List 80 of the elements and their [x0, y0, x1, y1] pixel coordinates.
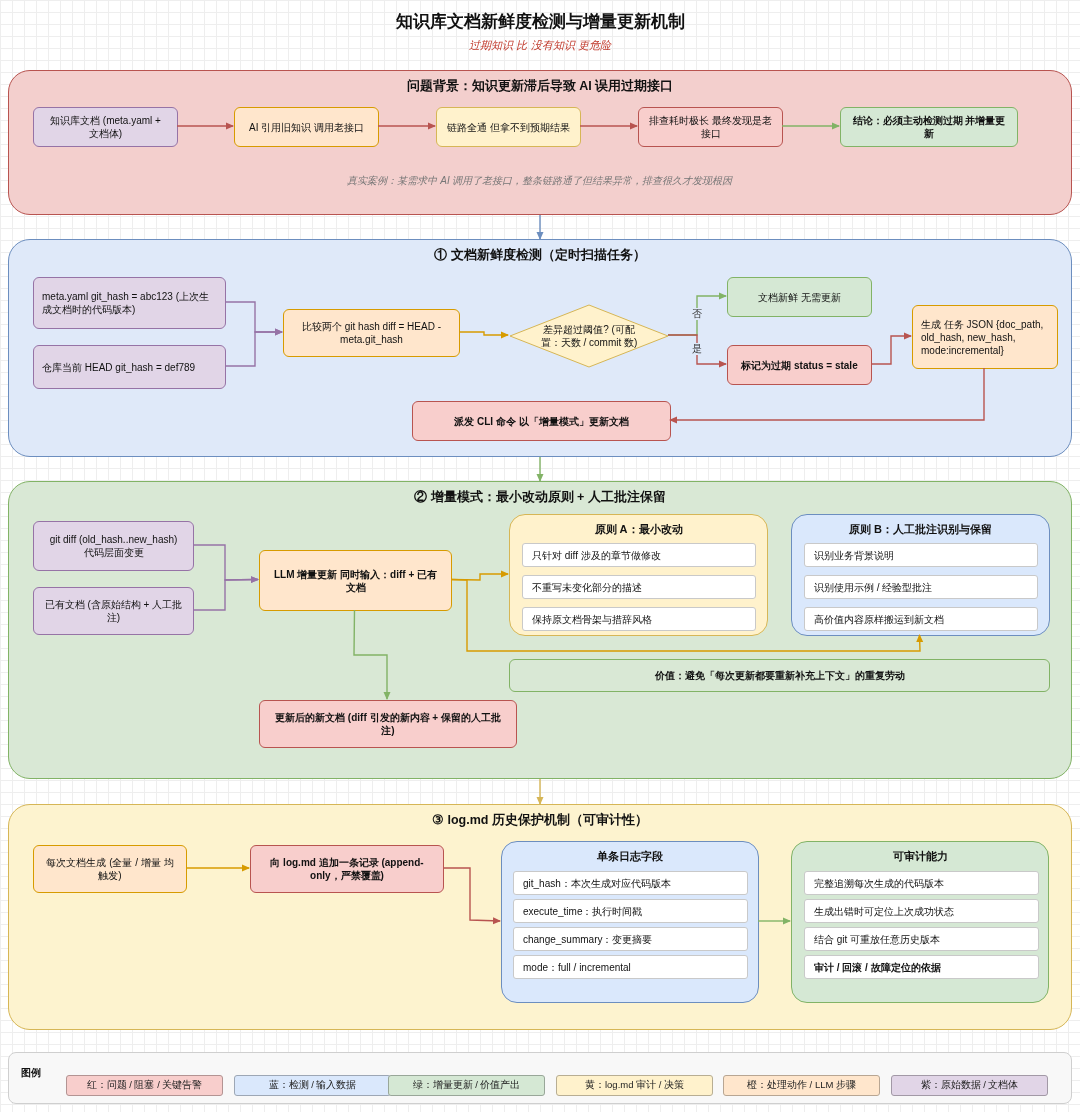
decision-text: 差异超过阈值? (可配置：天数 / commit 数): [539, 323, 639, 349]
list-item: 结合 git 可重放任意历史版本: [804, 927, 1039, 951]
process-box: 派发 CLI 命令 以「增量模式」更新文档: [412, 401, 671, 441]
list-item: 审计 / 回滚 / 故障定位的依据: [804, 955, 1039, 979]
group-panel: [501, 841, 759, 1003]
list-item: 保持原文档骨架与措辞风格: [522, 607, 756, 631]
arrow: [536, 778, 544, 805]
list-item: change_summary：变更摘要: [513, 927, 748, 951]
group-panel: [791, 841, 1049, 1003]
arrow: [377, 122, 436, 130]
arrow: [536, 456, 544, 482]
edge-label: 否: [691, 308, 703, 320]
process-box: meta.yaml git_hash = abc123 (上次生成文档时的代码版本): [33, 277, 226, 329]
process-box: 排查耗时极长 最终发现是老接口: [638, 107, 783, 147]
process-box: 知识库文档 (meta.yaml + 文档体): [33, 107, 178, 147]
list-item: 识别业务背景说明: [804, 543, 1038, 567]
section-heading: 可审计能力: [891, 849, 949, 864]
list-item: git_hash：本次生成对应代码版本: [513, 871, 748, 895]
list-item: 不重写未变化部分的描述: [522, 575, 756, 599]
arrow: [450, 578, 924, 652]
process-box: git diff (old_hash..new_hash) 代码层面变更: [33, 521, 194, 571]
legend-text: 黄：log.md 审计 / 决策: [584, 1078, 685, 1093]
legend-text: 紫：原始数据 / 文档体: [920, 1078, 1019, 1093]
section-heading: ② 增量模式：最小改动原则 + 人工批注保留: [413, 489, 667, 506]
process-box: 仓库当前 HEAD git_hash = def789: [33, 345, 226, 389]
arrow: [757, 917, 791, 925]
legend-text: 蓝：检测 / 输入数据: [268, 1078, 357, 1093]
arrow: [185, 864, 250, 872]
arrow: [442, 867, 501, 925]
group-panel: [791, 514, 1050, 636]
process-box: 生成 任务 JSON {doc_path, old_hash, new_hash, mode:incremental}: [912, 305, 1058, 369]
section-panel: [8, 70, 1072, 215]
section-heading: ① 文档新鲜度检测（定时扫描任务）: [433, 246, 647, 264]
process-box: LLM 增量更新 同时输入：diff + 已有文档: [259, 550, 452, 611]
edge-label: 是: [691, 343, 703, 355]
arrow: [536, 214, 544, 240]
process-box: 标记为过期 status = stale: [727, 345, 872, 385]
section-heading: 原则 B：人工批注识别与保留: [848, 522, 993, 537]
section-heading: 原则 A：最小改动: [593, 522, 684, 537]
list-item: 只针对 diff 涉及的章节做修改: [522, 543, 756, 567]
section-panel: [8, 804, 1072, 1030]
legend-title: 图例: [21, 1066, 41, 1080]
section-heading: ③ log.md 历史保护机制（可审计性）: [431, 811, 649, 829]
arrow: [669, 367, 985, 424]
arrow: [192, 576, 259, 611]
legend-text: 红：问题 / 阻塞 / 关键告警: [86, 1078, 203, 1093]
process-box: 向 log.md 追加一条记录 (append-only，严禁覆盖): [250, 845, 444, 893]
section-heading: 问题背景：知识更新滞后导致 AI 误用过期接口: [405, 78, 675, 95]
diagram-title: 知识库文档新鲜度检测与增量更新机制: [395, 11, 685, 33]
list-item: 生成出错时可定位上次成功状态: [804, 899, 1039, 923]
section-heading: 单条日志字段: [596, 849, 664, 864]
legend-text: 橙：处理动作 / LLM 步骤: [746, 1078, 856, 1093]
process-box: 结论：必须主动检测过期 并增量更新: [840, 107, 1018, 147]
process-box: 价值：避免「每次更新都要重新补充上下文」的重复劳动: [509, 659, 1050, 692]
process-box: 链路全通 但拿不到预期结果: [436, 107, 581, 147]
arrow: [781, 122, 840, 130]
note-text: 真实案例：某需求中 AI 调用了老接口，整条链路通了但结果异常，排查很久才发现根因: [346, 174, 734, 188]
process-box: 更新后的新文档 (diff 引发的新内容 + 保留的人工批注): [259, 700, 517, 748]
list-item: 高价值内容原样搬运到新文档: [804, 607, 1038, 631]
group-panel: [509, 514, 768, 636]
list-item: 完整追溯每次生成的代码版本: [804, 871, 1039, 895]
section-panel: [8, 481, 1072, 779]
list-item: 识别使用示例 / 经验型批注: [804, 575, 1038, 599]
process-box: 已有文档 (含原始结构 + 人工批注): [33, 587, 194, 635]
process-box: 文档新鲜 无需更新: [727, 277, 872, 317]
arrow: [176, 122, 234, 130]
subtitle: 过期知识 比 没有知识 更危险: [469, 38, 611, 53]
section-panel: [8, 239, 1072, 457]
arrow: [224, 328, 283, 367]
process-box: 每次文档生成 (全量 / 增量 均触发): [33, 845, 187, 893]
arrow: [870, 332, 912, 365]
process-box: 比较两个 git hash diff = HEAD - meta.git_hash: [283, 309, 460, 357]
arrow: [458, 331, 509, 339]
legend-text: 绿：增量更新 / 价值产出: [412, 1078, 521, 1093]
arrow: [579, 122, 638, 130]
process-box: AI 引用旧知识 调用老接口: [234, 107, 379, 147]
list-item: mode：full / incremental: [513, 955, 748, 979]
list-item: execute_time：执行时间戳: [513, 899, 748, 923]
arrow: [353, 609, 391, 700]
arrow: [667, 334, 727, 368]
